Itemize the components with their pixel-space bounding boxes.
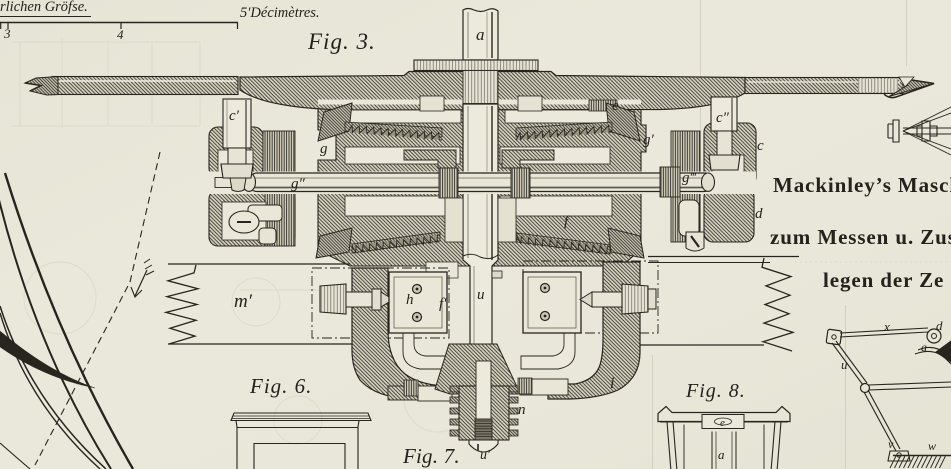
svg-text:Fig. 3.: Fig. 3. — [307, 29, 376, 54]
svg-text:v: v — [888, 437, 894, 451]
svg-text:3: 3 — [3, 26, 11, 41]
svg-text:5′Décimètres.: 5′Décimètres. — [240, 5, 320, 21]
svg-text:g: g — [320, 141, 328, 157]
svg-text:e: e — [612, 98, 619, 114]
svg-text:rlichen Gröfse.: rlichen Gröfse. — [0, 0, 88, 15]
svg-text:g‴: g‴ — [682, 170, 698, 186]
svg-text:a: a — [718, 447, 725, 462]
svg-text:legen der Ze: legen der Ze — [823, 268, 944, 292]
svg-text:u: u — [841, 357, 848, 372]
svg-text:c″: c″ — [716, 110, 730, 126]
svg-text:c: c — [757, 138, 764, 154]
svg-text:Mackinley’s Masch: Mackinley’s Masch — [773, 173, 951, 197]
svg-text:f′: f′ — [439, 296, 447, 312]
svg-text:d: d — [936, 318, 943, 333]
svg-text:e: e — [720, 417, 725, 429]
svg-text:g′: g′ — [643, 132, 655, 148]
svg-text:u′: u′ — [480, 448, 491, 463]
svg-text:4: 4 — [117, 27, 124, 42]
svg-text:n: n — [518, 402, 526, 418]
svg-text:a: a — [476, 25, 485, 44]
svg-text:i: i — [610, 375, 614, 392]
svg-text:c′: c′ — [229, 108, 240, 124]
svg-text:f: f — [564, 214, 570, 230]
svg-text:m′: m′ — [234, 291, 253, 312]
svg-text:g″: g″ — [291, 176, 306, 192]
svg-text:d: d — [755, 206, 763, 222]
svg-text:Fig. 7.: Fig. 7. — [402, 444, 460, 468]
svg-text:zum Messen u. Zus: zum Messen u. Zus — [770, 225, 951, 249]
svg-text:w: w — [928, 439, 936, 453]
svg-text:h: h — [406, 292, 414, 308]
svg-text:x: x — [883, 319, 890, 334]
svg-text:Fig. 6.: Fig. 6. — [249, 374, 312, 398]
svg-text:u: u — [477, 287, 485, 303]
svg-text:a: a — [921, 340, 927, 354]
svg-text:Fig. 8.: Fig. 8. — [685, 380, 746, 402]
